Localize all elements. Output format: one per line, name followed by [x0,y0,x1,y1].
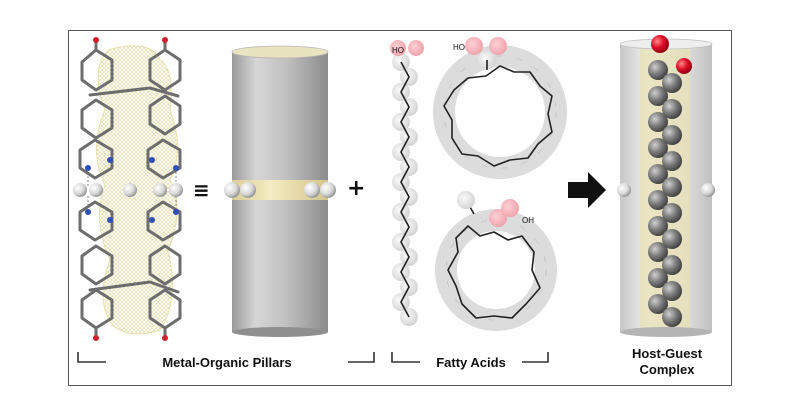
guest-carbon-sphere [648,164,668,184]
linear-fatty-acid [390,40,424,326]
acid-oxygen-sphere [390,40,406,56]
fatty-acid-ring-bottom [435,191,557,331]
guest-carbon-sphere [662,307,682,327]
guest-carbon-sphere [648,138,668,158]
complex-label-line2: Complex [639,362,695,377]
guest-carbon-sphere [662,99,682,119]
oh-label-ring: OH [522,216,534,225]
guest-carbon-sphere [662,177,682,197]
plus-symbol: + [347,176,366,201]
ho-label-linear: HO [392,46,404,55]
acid-backbone [400,61,410,318]
guest-carbon-sphere [648,112,668,132]
ho-label-ring: HO [453,43,465,52]
pillars-label: Metal-Organic Pillars [162,355,292,370]
fatty-acid-ring-top [433,37,567,179]
guest-carbon-sphere [662,125,682,145]
guest-carbon-sphere [648,86,668,106]
reaction-arrow [568,172,606,208]
guest-carbon-sphere [648,242,668,262]
guest-carbon-sphere [662,255,682,275]
host-guest-complex [617,35,715,337]
guest-carbon-sphere [662,73,682,93]
guest-carbon-sphere [662,203,682,223]
guest-carbon-sphere [648,268,668,288]
guest-carbon-sphere [648,60,668,80]
complex-label: Host-Guest Complex [612,346,722,378]
guest-carbon-sphere [648,216,668,236]
equivalence-symbol: ≡ [193,178,210,202]
label-brackets [77,352,549,363]
pillar-cylinder [224,45,336,337]
fatty-acids-label: Fatty Acids [436,355,506,370]
acid-oxygen-sphere [408,40,424,56]
crystal-structure [73,37,183,341]
guest-carbon-sphere [662,229,682,249]
guest-carbon-sphere [648,294,668,314]
guest-carbon-sphere [662,151,682,171]
guest-carbon-sphere [648,190,668,210]
guest-carbon-sphere [662,281,682,301]
complex-label-line1: Host-Guest [631,346,703,361]
